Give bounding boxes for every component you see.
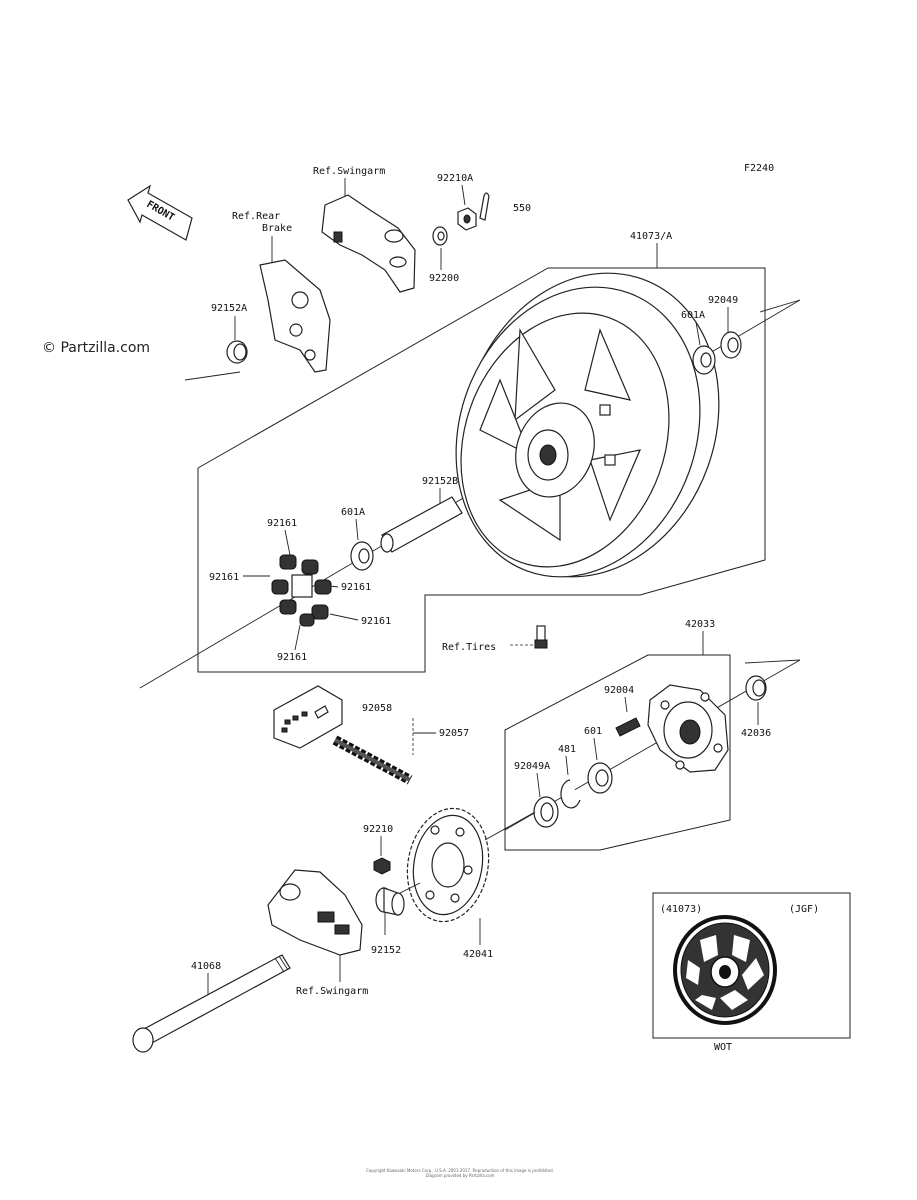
stud-92004-part <box>615 717 641 737</box>
leader-601 <box>593 737 598 761</box>
label-92152A: 92152A <box>211 303 247 314</box>
sprocket-hub-frame <box>504 654 731 851</box>
leader-92210A <box>461 184 466 206</box>
chain-joint-kit-part <box>273 685 343 749</box>
label-41068: 41068 <box>191 961 221 972</box>
caliper-bracket-part <box>267 869 363 956</box>
label-92161-right-upper: 92161 <box>341 582 371 593</box>
front-arrow-icon: FRONT <box>127 184 193 241</box>
circlip-481-part <box>560 779 581 809</box>
axle-left-stub <box>184 371 241 381</box>
inset-frame <box>652 892 851 1039</box>
label-42041: 42041 <box>463 949 493 960</box>
ref-rear-brake-label-line1: Ref.Rear <box>232 211 280 222</box>
footer-line-1: Copyright Kawasaki Motors Corp., U.S.A. … <box>366 1168 554 1173</box>
label-92004: 92004 <box>604 685 634 696</box>
diagram-code: F2240 <box>744 163 774 174</box>
leader-481 <box>565 755 569 776</box>
nut-92210-part <box>373 857 391 875</box>
seal-92049-part <box>720 331 742 359</box>
collar-92152A-part <box>226 340 248 364</box>
label-92161-right-lower: 92161 <box>361 616 391 627</box>
label-92161-bottom: 92161 <box>277 652 307 663</box>
collar-axis-line <box>399 882 421 894</box>
leader-92161-top <box>284 529 291 556</box>
inset-variant: (JGF) <box>789 904 819 915</box>
swingarm-chain-adjuster-part <box>321 194 416 293</box>
label-41073A: 41073/A <box>630 231 672 242</box>
label-92049A: 92049A <box>514 761 550 772</box>
label-42033: 42033 <box>685 619 715 630</box>
drive-chain-part <box>332 735 413 785</box>
footer-line-2: Diagram provided by Partzilla.com <box>425 1173 495 1178</box>
sprocket-hub-42033-part <box>647 684 729 773</box>
label-601A-mid: 601A <box>341 507 365 518</box>
leader-92161-bottom <box>294 624 301 651</box>
cotter-pin-part <box>479 192 490 221</box>
leader-601A-top <box>695 321 701 346</box>
label-601A-top: 601A <box>681 310 705 321</box>
leader-92161-right-lower <box>329 613 359 621</box>
leader-92004 <box>624 696 628 713</box>
sprocket-axis-line <box>484 811 536 841</box>
label-92210: 92210 <box>363 824 393 835</box>
inset-part-number: (41073) <box>660 904 702 915</box>
label-92200: 92200 <box>429 273 459 284</box>
label-92161-top: 92161 <box>267 518 297 529</box>
spacer-92152B-part <box>380 496 463 553</box>
ref-swingarm-bottom-label: Ref.Swingarm <box>296 986 368 997</box>
wheel-assembly-frame <box>197 267 766 673</box>
washer-92200-part <box>432 226 448 246</box>
label-92058: 92058 <box>362 703 392 714</box>
rear-brake-bracket-part <box>259 259 331 373</box>
bearing-601A-top-part <box>692 345 716 375</box>
label-481: 481 <box>558 744 576 755</box>
leader-601A-mid <box>355 518 359 541</box>
copyright-footer: Copyright Kawasaki Motors Corp., U.S.A. … <box>340 1168 580 1178</box>
ref-swingarm-top-label: Ref.Swingarm <box>313 166 385 177</box>
seal-92049A-part <box>533 796 559 828</box>
label-92049: 92049 <box>708 295 738 306</box>
bearing-601-part <box>587 762 613 794</box>
label-92161-left: 92161 <box>209 572 239 583</box>
rear-axle-41068-part <box>132 954 291 1053</box>
nut-92210A-part <box>457 207 477 231</box>
ref-tires-label: Ref.Tires <box>442 642 496 653</box>
rear-sprocket-42041-part <box>406 807 490 923</box>
label-92152B: 92152B <box>422 476 458 487</box>
inset-caption: WOT <box>714 1042 732 1053</box>
inset-wheel-jgf-part <box>673 915 777 1025</box>
hub-damper-92161-part <box>271 554 332 627</box>
collar-92152-part <box>375 887 405 916</box>
tire-valve-part <box>534 625 548 649</box>
label-92210A: 92210A <box>437 173 473 184</box>
label-92152: 92152 <box>371 945 401 956</box>
bearing-601A-mid-part <box>350 541 374 571</box>
watermark-text: © Partzilla.com <box>42 340 150 356</box>
rear-wheel-part <box>455 272 720 578</box>
label-42036: 42036 <box>741 728 771 739</box>
hub-right-stub <box>744 659 801 664</box>
collar-42036-part <box>745 675 767 701</box>
label-601: 601 <box>584 726 602 737</box>
axle-right-stub <box>759 299 801 313</box>
label-550: 550 <box>513 203 531 214</box>
ref-rear-brake-label-line2: Brake <box>262 223 292 234</box>
leader-92049A <box>536 772 541 798</box>
label-92057: 92057 <box>439 728 469 739</box>
